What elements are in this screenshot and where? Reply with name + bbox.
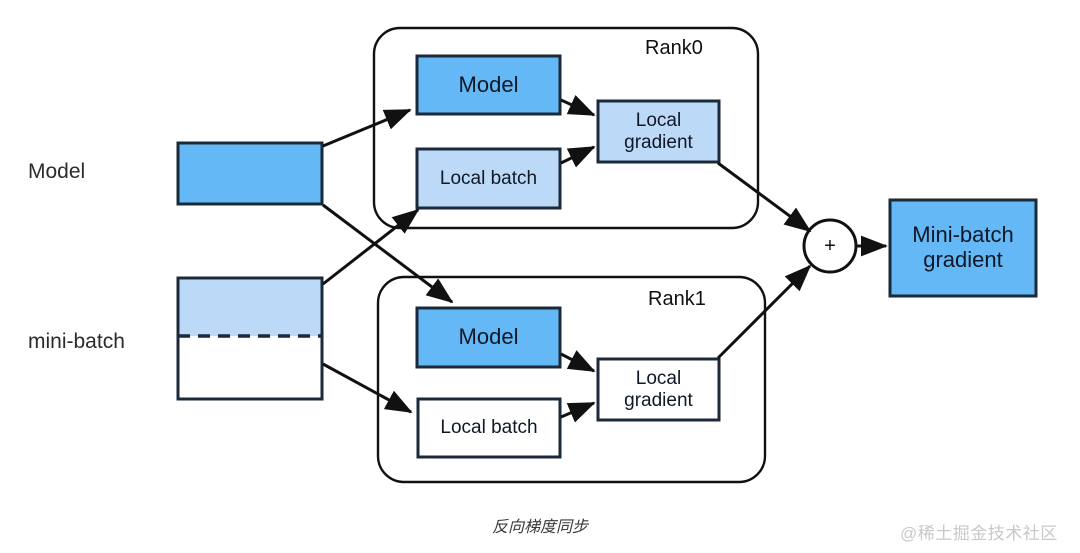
rank1-model-box (415, 306, 562, 369)
sum-node-circle (802, 218, 858, 274)
arrow-rank0-gradient-to-sum (717, 161, 812, 233)
site-watermark: @稀土掘金技术社区 (900, 519, 1058, 544)
rank1-label: Rank1 (648, 288, 706, 311)
site-watermark-text: @稀土掘金技术社区 (900, 524, 1058, 543)
mini-batch-source-box-bottom (178, 336, 322, 399)
arrow-rank0-localbatch-to-gradient (560, 145, 596, 168)
arrow-model-to-rank0-model (322, 108, 412, 148)
arrow-model-to-rank1-model (322, 203, 454, 304)
rank0-local-gradient-box (596, 99, 721, 164)
figure-caption-text: 反向梯度同步 (491, 519, 588, 536)
rank0-local-batch-box (415, 147, 562, 210)
model-source-label: Model (28, 160, 168, 184)
arrow-rank1-model-to-gradient (560, 350, 596, 373)
mini-batch-source-box-outline (176, 276, 324, 401)
model-source-label-text: Model (28, 160, 86, 183)
mini-batch-gradient-box (888, 198, 1038, 298)
arrow-minibatch-to-rank0-localbatch (322, 208, 420, 286)
arrow-rank1-localbatch-to-gradient (560, 401, 596, 423)
rank0-model-box (415, 54, 562, 116)
figure-caption: 反向梯度同步 (0, 513, 1080, 537)
arrow-rank0-model-to-gradient (560, 95, 596, 117)
rank0-label-text: Rank0 (645, 37, 703, 59)
mini-batch-source-label-text: mini-batch (28, 330, 125, 353)
sum-node-symbol: + (824, 234, 836, 257)
arrow-rank1-gradient-to-sum (716, 264, 812, 360)
mini-batch-source-label: mini-batch (28, 330, 178, 354)
mini-batch-source-box-top (178, 278, 322, 336)
rank1-local-gradient-box (596, 357, 721, 422)
rank1-local-batch-box (416, 397, 562, 459)
rank1-label-text: Rank1 (648, 288, 706, 310)
rank0-label: Rank0 (645, 37, 703, 60)
arrow-minibatch-to-rank1-localbatch (322, 362, 413, 414)
model-source-box (176, 141, 324, 206)
